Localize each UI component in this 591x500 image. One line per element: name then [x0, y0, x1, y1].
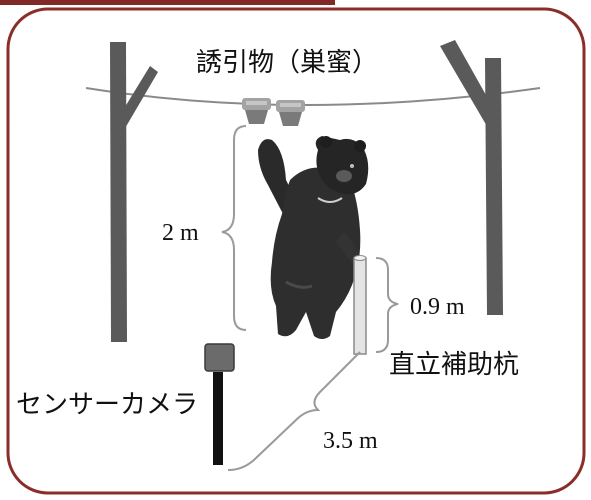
attractant-containers: [242, 98, 305, 126]
sensor-camera: [204, 343, 235, 465]
top-rule: [0, 0, 335, 5]
honeycomb-container-right: [276, 100, 305, 126]
camera-head: [204, 343, 235, 372]
sensor-camera-label: センサーカメラ: [16, 390, 198, 420]
support-post: [353, 255, 367, 355]
camera-stand: [213, 372, 223, 465]
height-label-2m: 2 m: [162, 220, 199, 246]
left-pole: [110, 42, 158, 342]
distance-label-3-5m: 3.5 m: [323, 428, 378, 454]
attractant-label: 誘引物（巣蜜）: [196, 48, 378, 78]
height-bracket-0-9m: [375, 257, 399, 353]
support-post-label: 直立補助杭: [389, 350, 519, 380]
honeycomb-container-left: [242, 98, 271, 124]
bear-silhouette: [258, 136, 369, 339]
right-pole: [440, 40, 503, 315]
height-label-0-9m: 0.9 m: [410, 294, 465, 320]
height-bracket-2m: [221, 125, 247, 331]
distance-bracket-3-5m: [227, 351, 361, 471]
